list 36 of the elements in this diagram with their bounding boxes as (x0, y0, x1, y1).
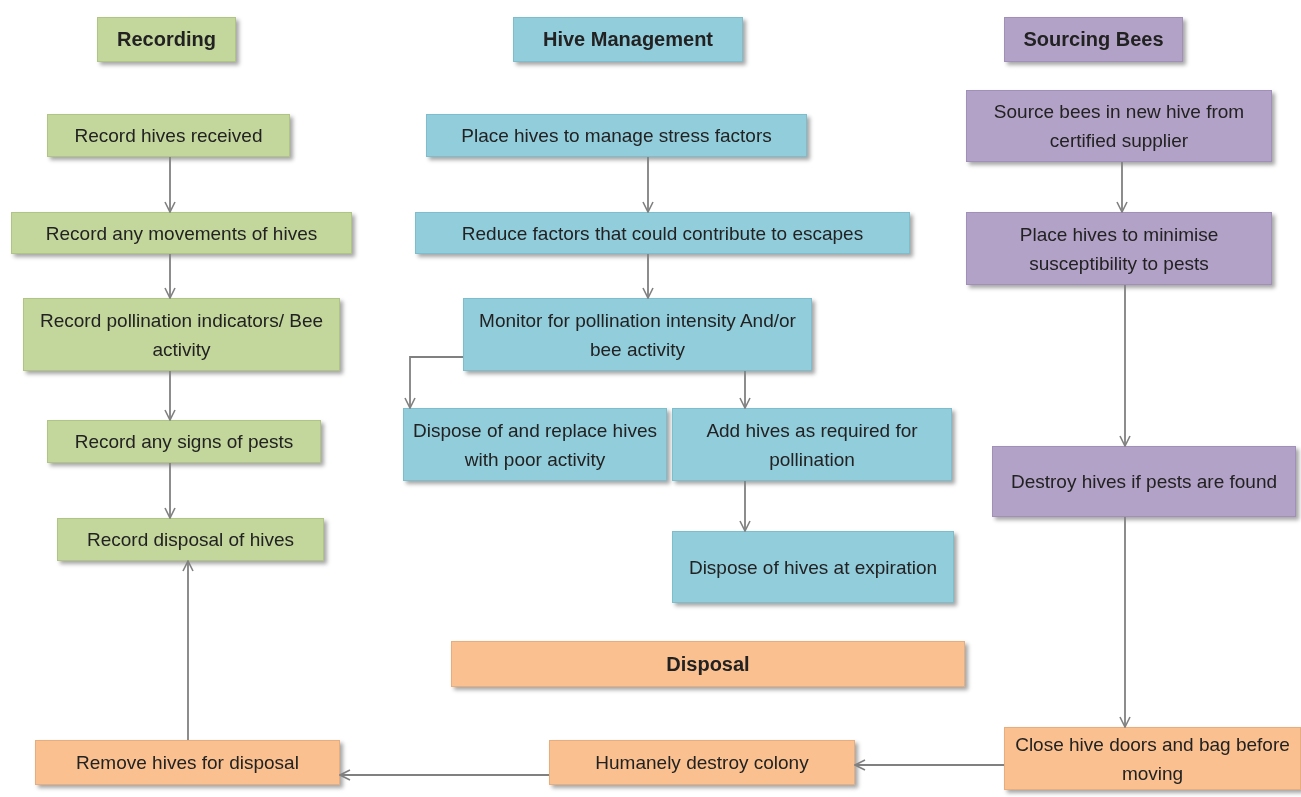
header-box: Disposal (451, 641, 965, 687)
arrow (182, 560, 194, 741)
process-box: Remove hives for disposal (35, 740, 340, 785)
header-box: Recording (97, 17, 236, 62)
process-box: Record pollination indicators/ Bee activity (23, 298, 340, 371)
arrow (164, 156, 176, 213)
process-box: Record hives received (47, 114, 290, 157)
process-box: Destroy hives if pests are found (992, 446, 1296, 517)
header-box: Hive Management (513, 17, 743, 62)
process-box: Monitor for pollination intensity And/or bee activity (463, 298, 812, 371)
arrow (854, 759, 1005, 771)
arrow (1119, 516, 1131, 728)
arrow (164, 370, 176, 421)
arrow (739, 480, 751, 532)
arrow (1119, 284, 1131, 447)
process-box: Record disposal of hives (57, 518, 324, 561)
arrow (642, 156, 654, 213)
process-box: Close hive doors and bag before moving (1004, 727, 1301, 790)
process-box: Reduce factors that could contribute to escapes (415, 212, 910, 254)
header-box: Sourcing Bees (1004, 17, 1183, 62)
arrow (642, 253, 654, 299)
process-box: Place hives to manage stress factors (426, 114, 807, 157)
process-box: Place hives to minimise susceptibility to pests (966, 212, 1272, 285)
process-box: Dispose of hives at expiration (672, 531, 954, 603)
process-box: Record any movements of hives (11, 212, 352, 254)
process-box: Humanely destroy colony (549, 740, 855, 785)
arrow (164, 253, 176, 299)
process-box: Record any signs of pests (47, 420, 321, 463)
arrow (1116, 161, 1128, 213)
arrow (164, 462, 176, 519)
process-box: Source bees in new hive from certified supplier (966, 90, 1272, 162)
process-box: Dispose of and replace hives with poor activity (403, 408, 667, 481)
arrow (404, 356, 464, 409)
arrow (739, 370, 751, 409)
process-box: Add hives as required for pollination (672, 408, 952, 481)
arrow (339, 769, 550, 781)
